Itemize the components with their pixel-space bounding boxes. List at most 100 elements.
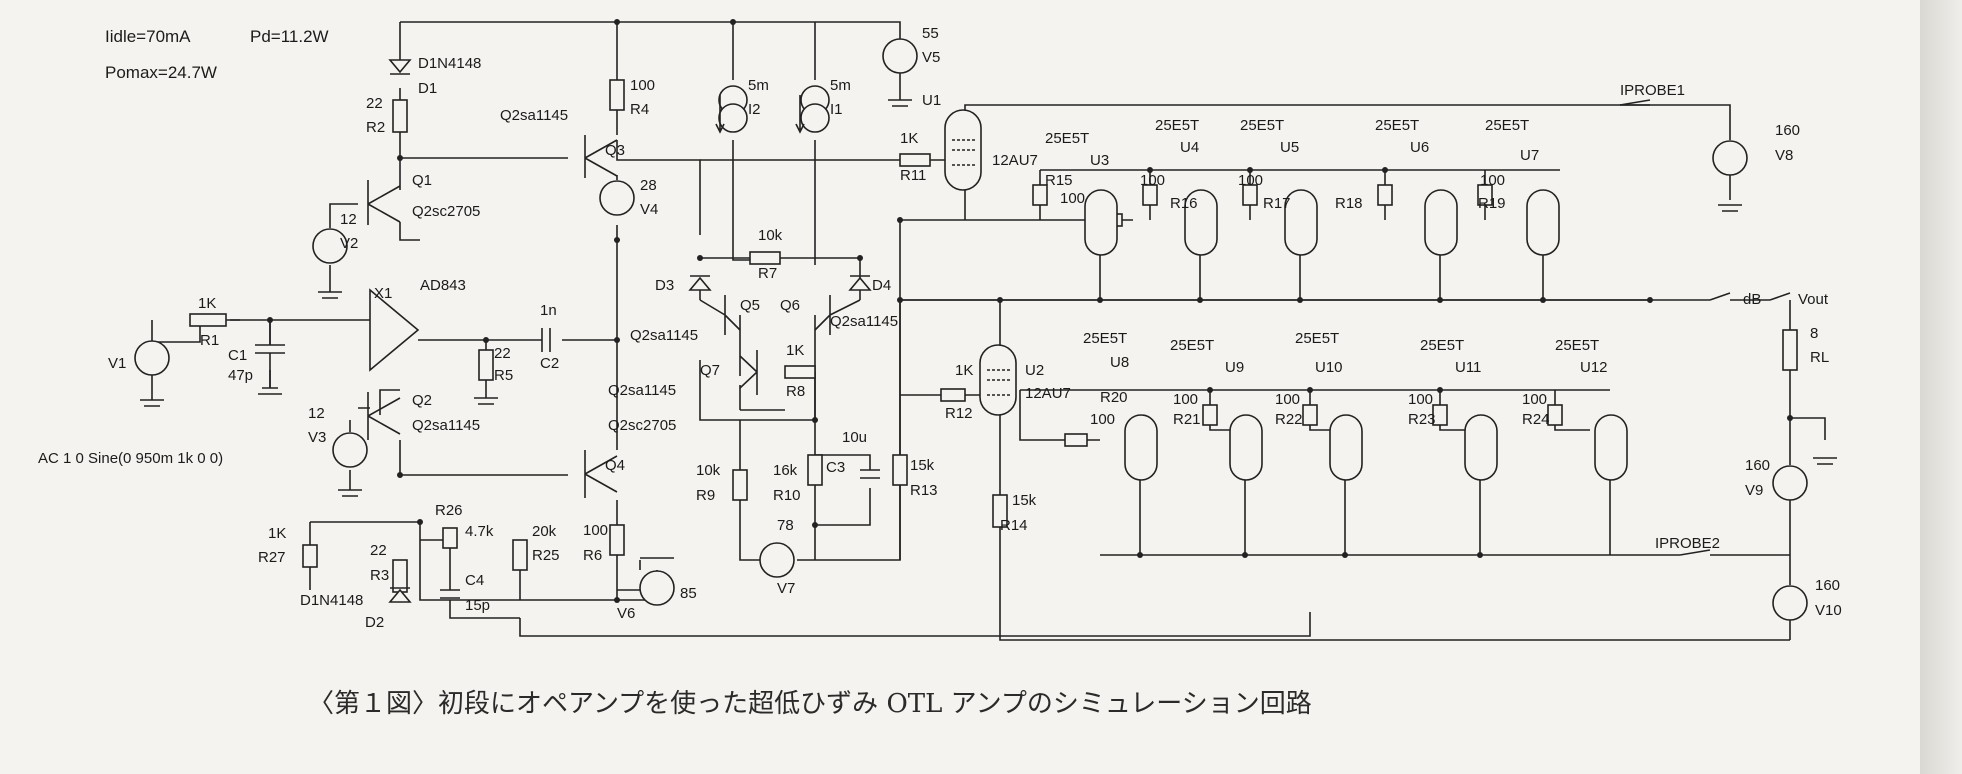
label-q6: Q6 (780, 297, 800, 314)
tube-u11-type: 25E5T (1420, 337, 1464, 354)
opamp-symbol (369, 288, 420, 372)
label-q3: Q3 (605, 142, 625, 159)
label-q6-type: Q2sa1145 (830, 313, 898, 330)
label-d2-type: D1N4148 (300, 592, 363, 609)
label-iprobe2: IPROBE2 (1655, 535, 1720, 552)
tube-r19: R19 (1478, 195, 1506, 212)
tube-r21: R21 (1173, 411, 1201, 428)
label-u1-tube: 12AU7 (992, 152, 1038, 169)
driver-tubes (944, 109, 1017, 416)
label-r14-val: 15k (1012, 492, 1037, 509)
label-d4: D4 (872, 277, 891, 294)
tube-u5: U5 (1280, 139, 1299, 156)
label-v1: V1 (108, 355, 126, 372)
tube-u9-type: 25E5T (1170, 337, 1214, 354)
label-r11-val: 1K (900, 130, 918, 147)
current-sources (715, 85, 830, 134)
label-r6-val: 100 (583, 522, 608, 539)
power-dissipation-note: Pd=11.2W (250, 27, 329, 46)
label-u2-tube: 12AU7 (1025, 385, 1071, 402)
tube-u10: U10 (1315, 359, 1343, 376)
tube-u10-type: 25E5T (1295, 330, 1339, 347)
tube-r23-val: 100 (1408, 391, 1433, 408)
label-r5: R5 (494, 367, 513, 384)
label-q2: Q2 (412, 392, 432, 409)
tube-r21-val: 100 (1173, 391, 1198, 408)
label-v8-val: 160 (1775, 122, 1800, 139)
label-c3: C3 (826, 459, 845, 476)
label-db: dB (1743, 291, 1761, 308)
voltage-sources (134, 38, 1837, 621)
tube-r16: R16 (1170, 195, 1198, 212)
probes (1619, 99, 1791, 556)
label-v10: V10 (1815, 602, 1842, 619)
tube-r15: R15 (1045, 172, 1073, 189)
label-i2: I2 (748, 101, 761, 118)
label-r27: R27 (258, 549, 286, 566)
label-v2: V2 (340, 235, 358, 252)
label-v2-val: 12 (340, 211, 357, 228)
label-r3-val: 22 (370, 542, 387, 559)
label-d3: D3 (655, 277, 674, 294)
label-i1-val: 5m (830, 77, 851, 94)
label-c1-val: 47p (228, 367, 253, 384)
label-r8: R8 (786, 383, 805, 400)
label-r2-val: 22 (366, 95, 383, 112)
label-v8: V8 (1775, 147, 1793, 164)
label-r8-val: 1K (786, 342, 804, 359)
label-v6-val: 85 (680, 585, 697, 602)
junctions (267, 19, 1793, 603)
tube-u12: U12 (1580, 359, 1608, 376)
label-q2-type: Q2sa1145 (412, 417, 480, 434)
label-q1-type: Q2sc2705 (412, 203, 480, 220)
transistors (367, 135, 861, 498)
tube-r16-val: 100 (1140, 172, 1165, 189)
label-r13-val: 15k (910, 457, 935, 474)
tube-u8: U8 (1110, 354, 1129, 371)
tube-r20: R20 (1100, 389, 1128, 406)
label-r27-val: 1K (268, 525, 286, 542)
label-r26: R26 (435, 502, 463, 519)
label-q1: Q1 (412, 172, 432, 189)
label-r9: R9 (696, 487, 715, 504)
label-v7: V7 (777, 580, 795, 597)
figure-caption: 〈第１図〉初段にオペアンプを使った超低ひずみ OTL アンプのシミュレーション回… (308, 689, 1312, 719)
label-r7: R7 (758, 265, 777, 282)
label-r5-val: 22 (494, 345, 511, 362)
tube-r24: R24 (1522, 411, 1550, 428)
label-q5-type: Q2sa1145 (630, 327, 698, 344)
label-r2: R2 (366, 119, 385, 136)
tube-u3: U3 (1090, 152, 1109, 169)
label-d2: D2 (365, 614, 384, 631)
tube-u5-type: 25E5T (1240, 117, 1284, 134)
label-r10: R10 (773, 487, 801, 504)
label-d1: D1 (418, 80, 437, 97)
label-q3-type: Q2sa1145 (500, 107, 568, 124)
diodes (388, 59, 872, 603)
label-q7: Q7 (700, 362, 720, 379)
label-r26-val: 4.7k (465, 523, 494, 540)
label-r10-val: 16k (773, 462, 798, 479)
label-r1-val: 1K (198, 295, 216, 312)
label-c2-val: 1n (540, 302, 557, 319)
labels: D1N4148 D1 22 R2 Q1 Q2sc2705 12 V2 X1 AD… (38, 25, 1842, 631)
resistors (189, 79, 1798, 593)
tube-u3-type: 25E5T (1045, 130, 1089, 147)
label-v7-val: 78 (777, 517, 794, 534)
tube-r23: R23 (1408, 411, 1436, 428)
label-c2: C2 (540, 355, 559, 372)
label-c4-val: 15p (465, 597, 490, 614)
tube-r17-val: 100 (1238, 172, 1263, 189)
label-v4: V4 (640, 201, 658, 218)
label-u1: U1 (922, 92, 941, 109)
page-edge (1920, 0, 1962, 774)
label-i2-val: 5m (748, 77, 769, 94)
label-r3: R3 (370, 567, 389, 584)
label-c3-val: 10u (842, 429, 867, 446)
label-r4-val: 100 (630, 77, 655, 94)
tube-u7-type: 25E5T (1485, 117, 1529, 134)
label-rl: RL (1810, 349, 1829, 366)
tube-u6-type: 25E5T (1375, 117, 1419, 134)
label-v9: V9 (1745, 482, 1763, 499)
